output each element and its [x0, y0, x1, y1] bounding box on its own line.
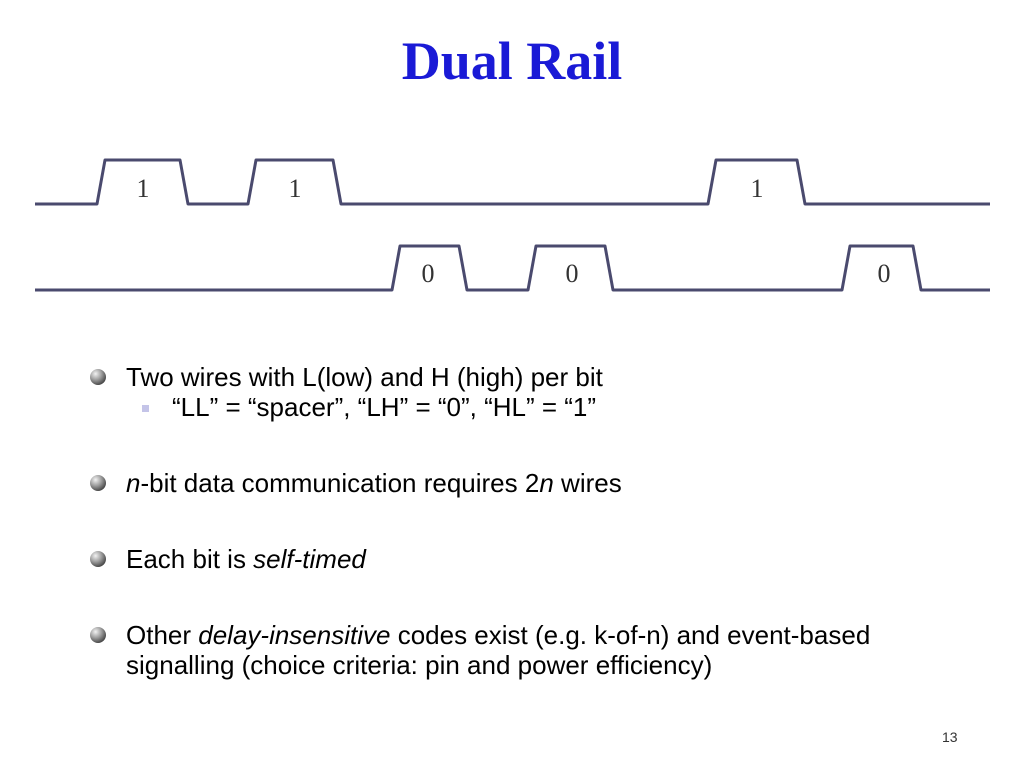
sphere-bullet-icon — [90, 551, 106, 567]
sphere-bullet-icon — [90, 627, 106, 643]
square-bullet-icon — [142, 405, 149, 412]
top-rail-label-3: 1 — [751, 174, 764, 203]
sphere-bullet-icon — [90, 475, 106, 491]
bullet-list: Two wires with L(low) and H (high) per b… — [90, 362, 970, 680]
bullet-text: Each bit is — [126, 544, 254, 574]
top-rail-label-1: 1 — [137, 174, 150, 203]
italic-n: n — [539, 468, 554, 498]
bullet-text: Other — [126, 620, 199, 650]
top-rail-waveform — [35, 158, 990, 206]
bullet-text: codes exist (e.g. k-of-n) and event-base… — [126, 620, 871, 680]
italic-n: n — [126, 468, 141, 498]
bullet-item: n-bit data communication requires 2n wir… — [90, 468, 970, 498]
italic-text: self-timed — [253, 544, 366, 574]
italic-text: delay-insensitive — [198, 620, 391, 650]
page-number: 13 — [942, 729, 958, 745]
bottom-rail-label-3: 0 — [878, 259, 891, 288]
bullet-text: wires — [553, 468, 622, 498]
slide-title: Dual Rail — [401, 31, 623, 91]
bullet-item: Two wires with L(low) and H (high) per b… — [90, 362, 970, 392]
sub-bullet-item: “LL” = “spacer”, “LH” = “0”, “HL” = “1” — [90, 392, 970, 422]
sphere-bullet-icon — [90, 369, 106, 385]
dual-rail-waveform-diagram: 1 1 1 0 0 0 — [35, 158, 990, 292]
bullet-item: Other delay-insensitive codes exist (e.g… — [90, 620, 970, 680]
top-rail-label-2: 1 — [289, 174, 302, 203]
bullet-text: -bit data communication requires 2 — [140, 468, 540, 498]
bottom-rail-label-2: 0 — [566, 259, 579, 288]
bottom-rail-waveform — [35, 244, 990, 292]
sub-bullet-text: “LL” = “spacer”, “LH” = “0”, “HL” = “1” — [172, 392, 597, 422]
bullet-item: Each bit is self-timed — [90, 544, 970, 574]
bottom-rail-label-1: 0 — [422, 259, 435, 288]
bullet-text: Two wires with L(low) and H (high) per b… — [126, 362, 603, 392]
